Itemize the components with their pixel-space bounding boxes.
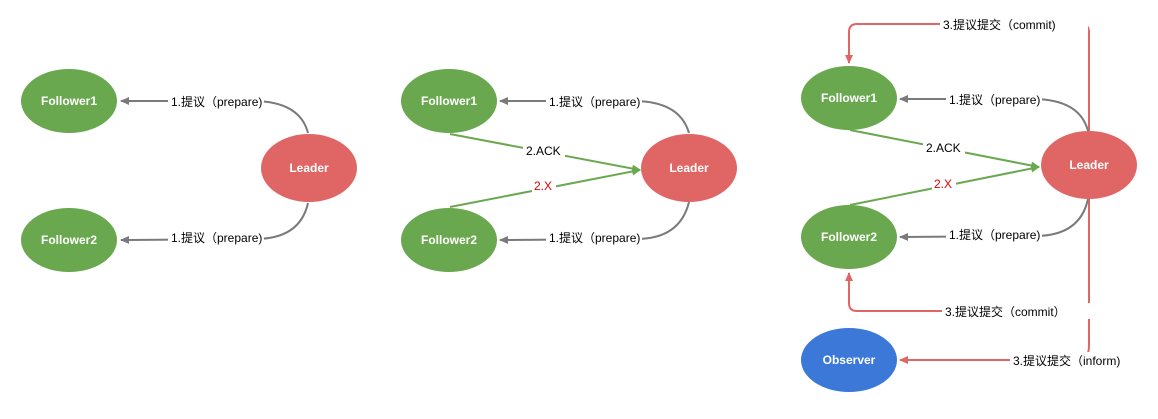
p3-leader-label: Leader [1069,158,1109,172]
p2-follower2-node [401,208,497,272]
p2-follower1-label: Follower1 [421,94,477,108]
p1-follower2-node [21,208,117,272]
p3-ack-label: 2.ACK [926,141,961,155]
panel-1: 1.提议（prepare) 1.提议（prepare) Follower1 Fo… [21,69,357,272]
p3-observer-label: Observer [823,353,876,367]
p3-commit-label-bottom: 3.提议提交（commit） [945,304,1066,319]
p2-leader-node [641,134,737,202]
p3-x-label: 2.X [934,177,952,191]
p2-prepare-label-2: 1.提议（prepare) [549,230,640,245]
p3-follower2-node [801,205,897,269]
panel-2: 1.提议（prepare) 1.提议（prepare) 2.ACK 2.X Fo… [401,69,737,272]
p2-follower2-label: Follower2 [421,233,477,247]
p2-ack-label: 2.ACK [526,144,561,158]
p3-commit-label-top: 3.提议提交（commit) [943,17,1056,32]
p1-follower1-label: Follower1 [41,94,97,108]
p1-follower2-label: Follower2 [41,233,97,247]
p2-prepare-label-1: 1.提议（prepare) [549,94,640,109]
p3-follower1-node [801,66,897,130]
p3-leader-node [1041,131,1137,199]
p3-observer-node [801,328,897,392]
p3-prepare-label-2: 1.提议（prepare) [949,227,1040,242]
p2-follower1-node [401,69,497,133]
p1-prepare-label-1: 1.提议（prepare) [171,94,262,109]
p2-leader-label: Leader [669,161,709,175]
p3-follower1-label: Follower1 [821,91,877,105]
p3-follower2-label: Follower2 [821,230,877,244]
p3-prepare-label-1: 1.提议（prepare) [949,92,1040,107]
p2-x-label: 2.X [534,179,552,193]
panel-3: 3.提议提交（commit) 3.提议提交（commit） 3.提议提交（inf… [801,16,1137,392]
p3-inform-label: 3.提议提交（inform) [1013,353,1120,368]
p1-follower1-node [21,69,117,133]
p1-prepare-label-2: 1.提议（prepare) [171,230,262,245]
p1-leader-node [261,134,357,202]
p1-leader-label: Leader [289,161,329,175]
